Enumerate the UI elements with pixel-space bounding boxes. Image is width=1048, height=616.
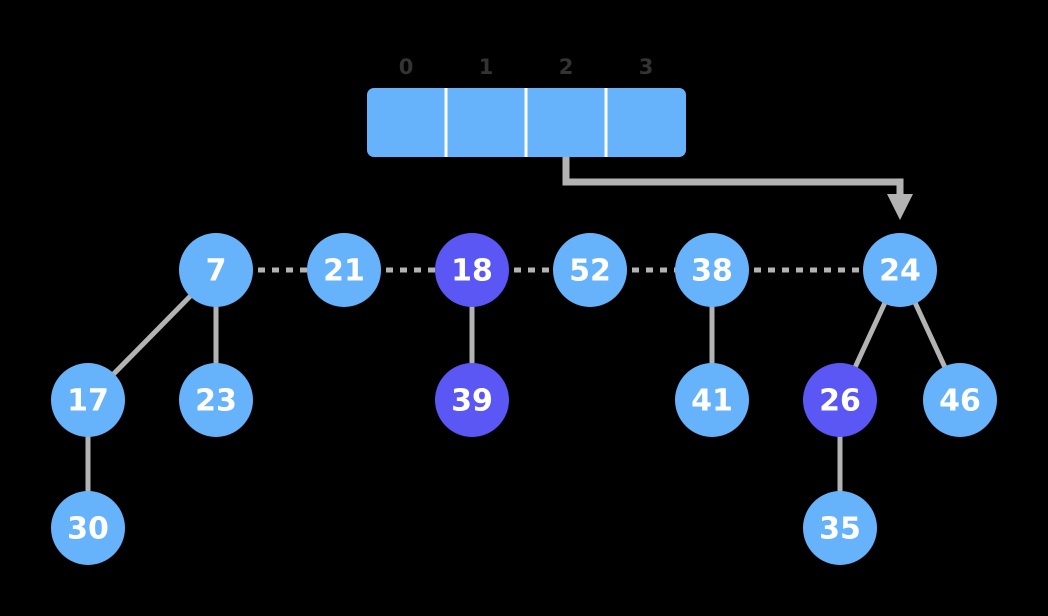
- pointer-arrow-layer: [562, 157, 913, 220]
- node-circle-30[interactable]: [51, 491, 125, 565]
- pointer-arrow-line: [562, 157, 904, 198]
- bucket-cell-3[interactable]: [606, 88, 686, 157]
- tree-node-21[interactable]: 21: [307, 233, 381, 307]
- tree-node-30[interactable]: 30: [51, 491, 125, 565]
- bucket-index-label-2: 2: [559, 55, 574, 79]
- node-label-18: 18: [451, 254, 493, 289]
- node-circle-26[interactable]: [803, 363, 877, 437]
- tree-node-23[interactable]: 23: [179, 363, 253, 437]
- bucket-cell-0[interactable]: [367, 88, 446, 157]
- tree-node-24[interactable]: 24: [863, 233, 937, 307]
- node-label-21: 21: [323, 254, 365, 289]
- tree-node-52[interactable]: 52: [553, 233, 627, 307]
- node-circle-18[interactable]: [435, 233, 509, 307]
- node-label-52: 52: [569, 254, 611, 289]
- tree-node-18[interactable]: 18: [435, 233, 509, 307]
- node-label-7: 7: [206, 254, 227, 289]
- index-label-layer: 0 1 2 3: [399, 55, 654, 79]
- node-label-39: 39: [451, 384, 493, 419]
- node-circle-23[interactable]: [179, 363, 253, 437]
- node-circle-52[interactable]: [553, 233, 627, 307]
- tree-node-17[interactable]: 17: [51, 363, 125, 437]
- node-label-41: 41: [691, 384, 733, 419]
- node-circle-24[interactable]: [863, 233, 937, 307]
- node-label-46: 46: [939, 384, 981, 419]
- node-label-35: 35: [819, 512, 861, 547]
- bucket-cell-1[interactable]: [446, 88, 526, 157]
- node-label-17: 17: [67, 384, 109, 419]
- node-layer: 7 21 18 52 38 24 17 23 39 41 26 46 30 35: [51, 233, 997, 565]
- node-label-26: 26: [819, 384, 861, 419]
- node-circle-38[interactable]: [675, 233, 749, 307]
- node-circle-46[interactable]: [923, 363, 997, 437]
- node-circle-41[interactable]: [675, 363, 749, 437]
- tree-node-41[interactable]: 41: [675, 363, 749, 437]
- node-circle-17[interactable]: [51, 363, 125, 437]
- tree-node-35[interactable]: 35: [803, 491, 877, 565]
- node-circle-35[interactable]: [803, 491, 877, 565]
- node-label-38: 38: [691, 254, 733, 289]
- bucket-index-label-0: 0: [399, 55, 414, 79]
- bucket-array-layer: [367, 88, 686, 157]
- node-label-30: 30: [67, 512, 109, 547]
- node-circle-7[interactable]: [179, 233, 253, 307]
- node-label-23: 23: [195, 384, 237, 419]
- node-label-24: 24: [879, 254, 921, 289]
- tree-node-39[interactable]: 39: [435, 363, 509, 437]
- bucket-cell-2[interactable]: [526, 88, 606, 157]
- bucket-index-label-3: 3: [639, 55, 654, 79]
- bucket-index-label-1: 1: [479, 55, 494, 79]
- tree-node-7[interactable]: 7: [179, 233, 253, 307]
- tree-node-46[interactable]: 46: [923, 363, 997, 437]
- node-circle-39[interactable]: [435, 363, 509, 437]
- tree-node-26[interactable]: 26: [803, 363, 877, 437]
- node-circle-21[interactable]: [307, 233, 381, 307]
- pointer-arrow-head: [887, 194, 913, 220]
- tree-node-38[interactable]: 38: [675, 233, 749, 307]
